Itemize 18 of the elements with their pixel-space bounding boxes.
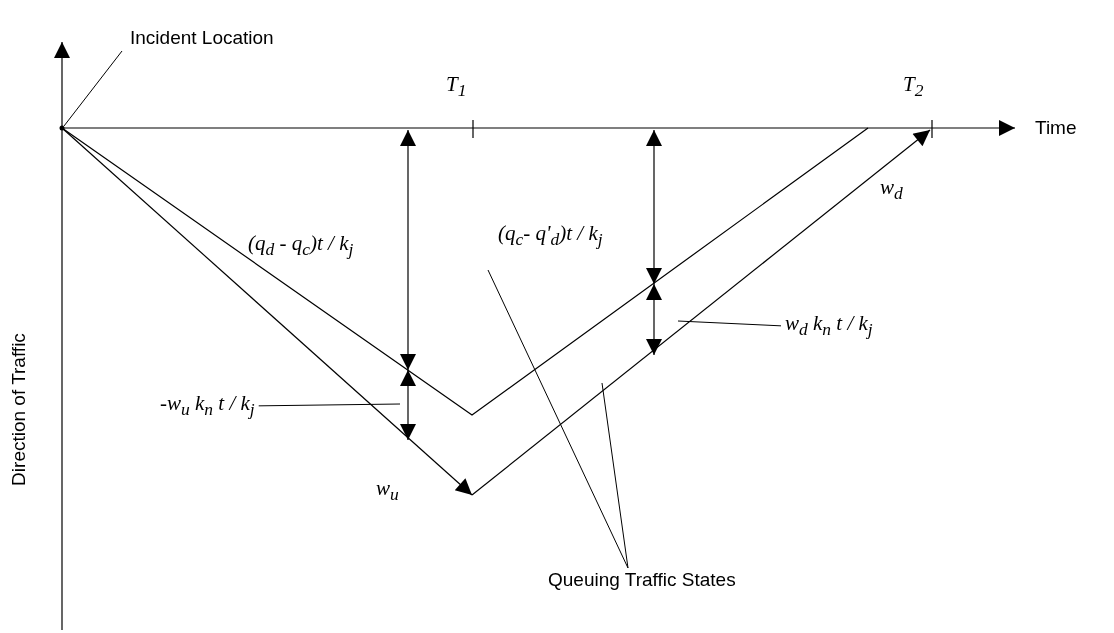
period-label: T$_{1}$ bbox=[446, 74, 467, 100]
incident-point bbox=[59, 125, 65, 131]
leader-line bbox=[63, 50, 123, 127]
leader-line bbox=[677, 320, 782, 327]
formula-label: (q$_{c}$- q'$_{d}$)t / k$_{j}$ bbox=[498, 223, 603, 249]
formula-label: (q$_{d}$ - q$_{c}$)t / k$_{j}$ bbox=[248, 233, 354, 259]
formula-label: w$_{d}$ k$_{n}$ t / k$_{j}$ bbox=[785, 313, 873, 339]
formula-label: -w$_{u}$ k$_{n}$ t / k$_{j}$ bbox=[160, 393, 255, 419]
wave-label: w$_{d}$ bbox=[880, 177, 903, 203]
axis-label: Direction of Traffic bbox=[8, 332, 28, 488]
axis-label: Time bbox=[1035, 118, 1077, 137]
callout-text: Incident Location bbox=[130, 28, 274, 47]
leader-line bbox=[258, 403, 401, 407]
period-label: T$_{2}$ bbox=[903, 74, 924, 100]
leader-line bbox=[601, 382, 629, 569]
callout-text: Queuing Traffic States bbox=[548, 570, 736, 589]
leader-line bbox=[487, 269, 629, 569]
wave-label: w$_{u}$ bbox=[376, 478, 399, 504]
